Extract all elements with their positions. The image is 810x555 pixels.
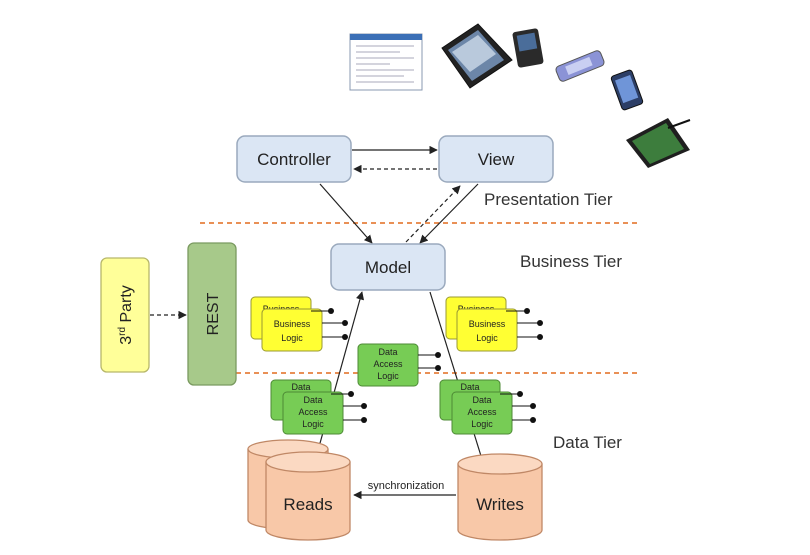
third-party-box: 3rd Party bbox=[100, 257, 150, 373]
writes-label: Writes bbox=[476, 495, 524, 514]
document-form-icon bbox=[349, 33, 423, 91]
data-access-center-line2: Access bbox=[373, 359, 403, 369]
mobile-phone-icon bbox=[610, 69, 644, 111]
controller-label: Controller bbox=[257, 150, 331, 169]
controller-box: Controller bbox=[236, 135, 352, 183]
business-logic-right-line1: Business bbox=[469, 319, 506, 329]
data-access-left: Data Data Access Logic bbox=[270, 379, 367, 435]
business-logic-right-line2: Logic bbox=[476, 333, 498, 343]
data-access-center: Data Access Logic bbox=[357, 343, 441, 387]
devices-group bbox=[349, 23, 691, 168]
data-access-right-line1: Data bbox=[472, 395, 491, 405]
model-label: Model bbox=[365, 258, 411, 277]
writes-database: Writes bbox=[457, 453, 543, 541]
business-tier-label: Business Tier bbox=[520, 252, 622, 271]
arrow-model-to-view-dashed bbox=[405, 185, 461, 243]
rest-box: REST bbox=[187, 242, 237, 386]
rest-label: REST bbox=[205, 292, 222, 335]
smartphone-icon bbox=[512, 28, 544, 68]
tablet-pc-pen-icon bbox=[626, 118, 691, 168]
presentation-tier-label: Presentation Tier bbox=[484, 190, 613, 209]
data-access-left-back-label: Data bbox=[291, 382, 310, 392]
third-party-label: 3rd Party bbox=[117, 285, 135, 345]
arrow-reads-to-model bbox=[311, 291, 365, 473]
data-access-left-line2: Access bbox=[298, 407, 328, 417]
model-box: Model bbox=[330, 243, 446, 291]
slider-phone-icon bbox=[555, 50, 605, 82]
business-logic-left-line1: Business bbox=[274, 319, 311, 329]
arrow-controller-to-model bbox=[319, 183, 373, 244]
tablet-icon bbox=[441, 23, 513, 89]
data-access-right-back-label: Data bbox=[460, 382, 479, 392]
view-box: View bbox=[438, 135, 554, 183]
data-access-left-line3: Logic bbox=[302, 419, 324, 429]
data-access-right-line3: Logic bbox=[471, 419, 493, 429]
business-logic-left-line2: Logic bbox=[281, 333, 303, 343]
data-access-center-line1: Data bbox=[378, 347, 397, 357]
data-access-right-line2: Access bbox=[467, 407, 497, 417]
data-access-center-line3: Logic bbox=[377, 371, 399, 381]
reads-database: Reads bbox=[247, 439, 351, 541]
arrow-view-to-model bbox=[419, 183, 479, 244]
data-access-left-line1: Data bbox=[303, 395, 322, 405]
view-label: View bbox=[478, 150, 515, 169]
data-tier-label: Data Tier bbox=[553, 433, 622, 452]
business-logic-left: Business Business Logic bbox=[250, 296, 348, 352]
reads-label: Reads bbox=[283, 495, 332, 514]
data-access-right: Data Data Access Logic bbox=[439, 379, 536, 435]
synchronization-label: synchronization bbox=[368, 480, 444, 492]
business-logic-right: Business Business Logic bbox=[445, 296, 543, 352]
